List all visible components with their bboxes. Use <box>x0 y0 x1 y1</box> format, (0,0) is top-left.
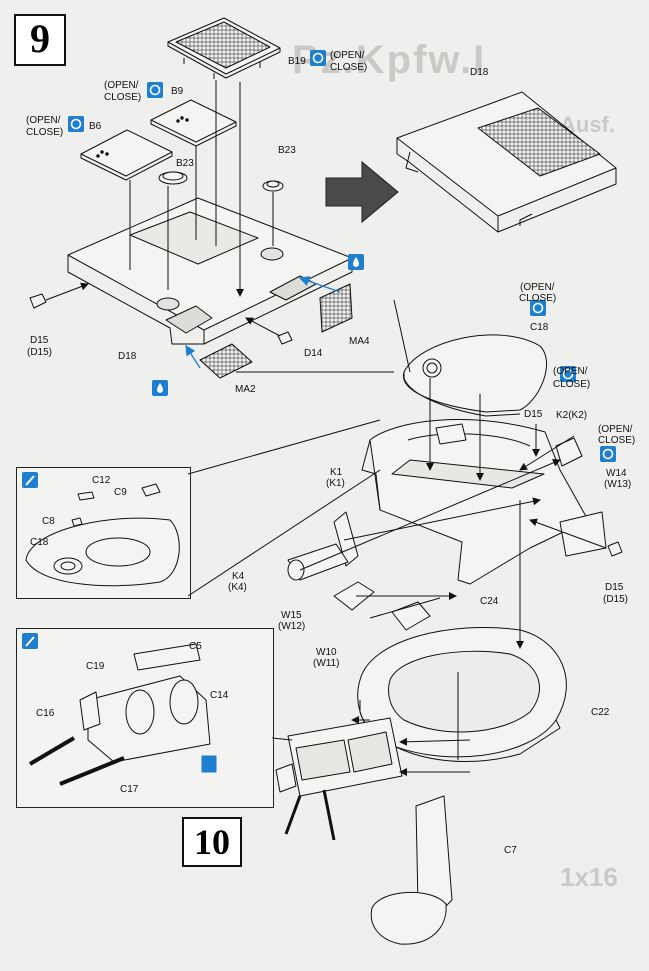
label-w14-open: (OPEN/ <box>598 424 633 435</box>
label-b9-open: (OPEN/ <box>104 80 139 91</box>
label-ma2: MA2 <box>235 384 256 395</box>
label-b19-close: CLOSE) <box>330 62 368 73</box>
part-d18-assembled <box>396 91 617 233</box>
label-d15-a: D15 <box>30 335 49 346</box>
label-inset2-c5: C5 <box>189 641 202 652</box>
cement-drop-icon-ma4 <box>348 254 364 270</box>
label-k2-close: CLOSE) <box>553 379 591 390</box>
label-inset1-c18: C18 <box>30 537 49 548</box>
label-k2: K2(K2) <box>556 410 588 421</box>
brush-icon-inset2 <box>22 633 38 649</box>
open-close-badge-k2 <box>560 366 576 382</box>
big-direction-arrow <box>325 160 399 224</box>
label-w15-b: (W12) <box>278 621 306 632</box>
open-close-badge-c18 <box>530 300 546 316</box>
label-c18: C18 <box>530 322 549 333</box>
label-w14-close: CLOSE) <box>598 435 636 446</box>
label-inset1-c12: C12 <box>92 475 111 486</box>
label-b6-open: (OPEN/ <box>26 115 61 126</box>
part-mantlet-assembly <box>275 717 403 841</box>
step-10-badge: 10 <box>182 817 242 867</box>
label-k4-a: K4 <box>232 571 245 582</box>
label-b23-right: B23 <box>278 145 296 156</box>
step-9-badge: 9 <box>14 14 66 66</box>
label-b19: B19 <box>288 56 306 67</box>
label-b9-close: CLOSE) <box>104 92 142 103</box>
open-close-badges <box>22 50 616 649</box>
label-inset2-c17: C17 <box>120 784 139 795</box>
part-b23-left <box>158 171 188 185</box>
label-b9: B9 <box>171 86 184 97</box>
part-w15 <box>333 581 375 611</box>
label-k1-a: K1 <box>330 467 343 478</box>
part-ma4-mesh <box>319 283 353 333</box>
label-c18-close: CLOSE) <box>519 293 557 304</box>
label-d14: D14 <box>304 348 323 359</box>
glue-arrows <box>185 276 341 369</box>
label-c24: C24 <box>480 596 499 607</box>
open-close-badge-b9 <box>147 82 163 98</box>
label-b19-open: (OPEN/ <box>330 50 365 61</box>
part-c7-seat <box>370 795 453 945</box>
part-d18-hull-deck <box>67 197 353 345</box>
part-d14-small <box>277 331 293 345</box>
label-inset2-c19: C19 <box>86 661 105 672</box>
label-d18-hull: D18 <box>118 351 137 362</box>
part-b6-hatch <box>80 129 173 181</box>
label-d15-right-a: D15 <box>605 582 624 593</box>
label-inset2-c14: C14 <box>210 690 229 701</box>
label-d15-turret: D15 <box>524 409 543 420</box>
label-w10-a: W10 <box>316 647 337 658</box>
label-b23-left: B23 <box>176 158 194 169</box>
label-d15-right-b: (D15) <box>603 594 629 605</box>
label-w15-a: W15 <box>281 610 302 621</box>
label-b6: B6 <box>89 121 102 132</box>
label-k1-b: (K1) <box>326 478 345 489</box>
part-b9-hatch <box>150 99 237 147</box>
label-ma4: MA4 <box>349 336 370 347</box>
brush-icon-inset1 <box>22 472 38 488</box>
label-w10-b: (W11) <box>313 658 340 669</box>
part-d15-small <box>29 293 47 309</box>
label-w14-a: W14 <box>606 468 627 479</box>
label-inset1-c8: C8 <box>42 516 55 527</box>
part-b23-right <box>262 180 284 192</box>
part-ma2-mesh <box>199 343 253 379</box>
ghost-qty: 1x16 <box>560 862 618 892</box>
label-inset1-c9: C9 <box>114 487 127 498</box>
part-b19-engine-grille <box>167 17 281 79</box>
label-c18-open: (OPEN/ <box>520 282 555 293</box>
open-close-badge-w14 <box>600 446 616 462</box>
inset1-hatch-drawing <box>25 483 180 587</box>
inset2-gun-drawing <box>28 643 217 786</box>
label-c22: C22 <box>591 707 610 718</box>
assembly-leader-lines <box>45 80 607 776</box>
part-c18-turret-roof <box>403 334 548 417</box>
cement-drop-icon-ma2 <box>152 380 168 396</box>
label-d15-b: (D15) <box>27 347 53 358</box>
part-c22-turret-ring <box>357 627 567 762</box>
open-close-badge-b19 <box>310 50 326 66</box>
label-c7: C7 <box>504 845 517 856</box>
label-b6-close: CLOSE) <box>26 127 64 138</box>
label-w14-b: (W13) <box>604 479 632 490</box>
open-close-badge-b6 <box>68 116 84 132</box>
label-k2-open: (OPEN/ <box>553 366 588 377</box>
label-d18-top: D18 <box>470 67 489 78</box>
label-k4-b: (K4) <box>228 582 247 593</box>
part-k1 <box>333 511 359 567</box>
part-turret-body <box>361 419 623 585</box>
label-inset2-c16: C16 <box>36 708 55 719</box>
